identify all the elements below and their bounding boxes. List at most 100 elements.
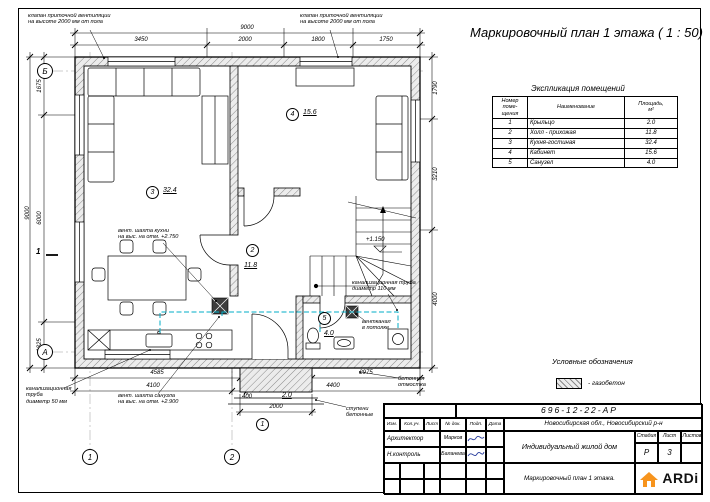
tb-empty-cell xyxy=(384,479,400,495)
explication-row: 5 Санузел 4.0 xyxy=(492,157,678,169)
tb-date-architect xyxy=(486,431,504,447)
dim-right-1: 1790 xyxy=(433,81,439,95)
dim-top-total: 9000 xyxy=(240,25,254,31)
col-header-num: Номер поме- щения xyxy=(492,96,528,119)
room-marker-3: 3 xyxy=(146,186,159,199)
axis-bubble-1: 1 xyxy=(82,449,98,465)
room-num: 4 xyxy=(492,147,528,159)
room-area: 4.0 xyxy=(624,157,678,169)
tb-signature-architect xyxy=(466,431,486,447)
tb-empty-cell xyxy=(466,479,486,495)
room-marker-1: 1 xyxy=(256,418,269,431)
dim-bottom1-2: 2975 xyxy=(359,370,373,376)
tb-sheet-value: 3 xyxy=(658,443,681,463)
ardi-logo-text: ARDi xyxy=(662,470,699,487)
room-area-4: 15.6 xyxy=(303,109,317,116)
tb-empty-cell xyxy=(486,479,504,495)
tb-role-architect: Архитектор xyxy=(384,431,440,447)
tb-empty-cell xyxy=(424,479,440,495)
tb-name-architect: Марков xyxy=(440,431,466,447)
tb-location: Новосибирская обл., Новосибирский р-н xyxy=(504,418,703,431)
annotation-vent-valve-right: клапан приточной вентиляции на высоте 20… xyxy=(300,13,383,26)
room-name: Кухня-гостиная xyxy=(527,137,625,149)
tb-empty-cell xyxy=(466,463,486,479)
dim-top-2: 2000 xyxy=(238,37,252,43)
tb-sheets-value xyxy=(681,443,703,463)
tb-empty-cell xyxy=(424,463,440,479)
annotation-vent-duct: вентканал в потолке xyxy=(362,319,391,332)
sheet-frame xyxy=(18,8,701,493)
tb-empty-cell xyxy=(400,479,424,495)
leader-lines xyxy=(63,29,400,408)
tb-col-data: Дата xyxy=(486,418,504,431)
tb-doc-number: 696-12-22-АР xyxy=(456,404,703,418)
stairs xyxy=(309,196,417,297)
dim-bottom1-1: 4585 xyxy=(150,370,164,376)
room-marker-5: 5 xyxy=(318,312,331,325)
room-area-3: 32.4 xyxy=(163,187,177,194)
explication-header-row: Номер поме- щения Наименование Площадь, … xyxy=(492,96,678,119)
page-title: Маркировочный план 1 этажа ( 1 : 50) xyxy=(470,25,703,40)
room-num: 5 xyxy=(492,157,528,169)
room-name: Санузел xyxy=(527,157,625,169)
annotation-steps: ступени бетонные xyxy=(346,406,374,419)
dim-bottom2-3: 4400 xyxy=(326,383,340,389)
axis-bubble-b: Б xyxy=(37,63,53,79)
explication-row: 1 Крыльцо 2.0 xyxy=(492,117,678,129)
annotation-vent-shaft-wc: вент. шахта санузла на выс. на отм. +2.9… xyxy=(118,393,179,406)
room-name: Холл - прихожая xyxy=(527,127,625,139)
dim-top-4: 1750 xyxy=(379,37,393,43)
col-header-name: Наименование xyxy=(527,96,625,119)
tb-empty-cell xyxy=(486,463,504,479)
signature-scribble-icon xyxy=(467,435,485,442)
ardi-logo: ARDi xyxy=(635,463,703,495)
level-mark-value: +1.150 xyxy=(366,237,385,243)
level-mark xyxy=(373,245,402,253)
room-area: 11.8 xyxy=(624,127,678,139)
title-block: 696-12-22-АР Изм. Кол.уч. Лист № док. По… xyxy=(383,403,703,495)
tb-empty-cell xyxy=(440,463,466,479)
dim-porch: 2000 xyxy=(269,404,283,410)
explication-table: Номер поме- щения Наименование Площадь, … xyxy=(492,96,678,169)
room-num: 2 xyxy=(492,127,528,139)
dim-top-1: 3450 xyxy=(134,37,148,43)
doors xyxy=(199,195,346,359)
room-num: 1 xyxy=(492,117,528,129)
tb-col-izm: Изм. xyxy=(384,418,400,431)
tb-empty-cell xyxy=(440,479,466,495)
explication-title: Экспликация помещений xyxy=(531,84,625,93)
room-area: 32.4 xyxy=(624,137,678,149)
tb-empty-cell xyxy=(384,463,400,479)
tb-stage-label: Стадия xyxy=(635,431,658,443)
tb-role-ncontrol: Н.контроль xyxy=(384,447,440,463)
floor-plan-drawing xyxy=(26,28,438,449)
tb-col-ndok: № док. xyxy=(440,418,466,431)
tb-col-list: Лист xyxy=(424,418,440,431)
legend-gasblock-swatch xyxy=(556,378,582,389)
dim-left-2: 6000 xyxy=(37,211,43,225)
tb-empty-cell xyxy=(400,463,424,479)
dim-bottom2-1: 4100 xyxy=(146,383,160,389)
explication-row: 2 Холл - прихожая 11.8 xyxy=(492,127,678,139)
porch xyxy=(228,367,324,405)
col-header-area: Площадь, м² xyxy=(624,96,678,119)
room-area: 2.0 xyxy=(624,117,678,129)
explication-row: 3 Кухня-гостиная 32.4 xyxy=(492,137,678,149)
explication-row: 4 Кабинет 15.6 xyxy=(492,147,678,159)
room-area-5: 4.0 xyxy=(324,330,334,337)
room-marker-4: 4 xyxy=(286,108,299,121)
tb-col-koluch: Кол.уч. xyxy=(400,418,424,431)
dim-left-total: 9000 xyxy=(25,206,31,220)
room-area: 15.6 xyxy=(624,147,678,159)
tb-name-ncontrol: Баланева xyxy=(440,447,466,463)
walls xyxy=(74,56,421,369)
dim-bottom2-2: 400 xyxy=(241,394,252,400)
annotation-vent-valve-left: клапан приточной вентиляции на высоте 20… xyxy=(28,13,111,26)
room-area-1: 2.0 xyxy=(282,392,292,399)
ardi-house-icon xyxy=(640,471,659,487)
tb-empty-top xyxy=(384,404,456,418)
room-num: 3 xyxy=(492,137,528,149)
tb-sheet-title: Маркировочный план 1 этажа. xyxy=(504,463,635,495)
legend-title: Условные обозначения xyxy=(552,357,633,366)
